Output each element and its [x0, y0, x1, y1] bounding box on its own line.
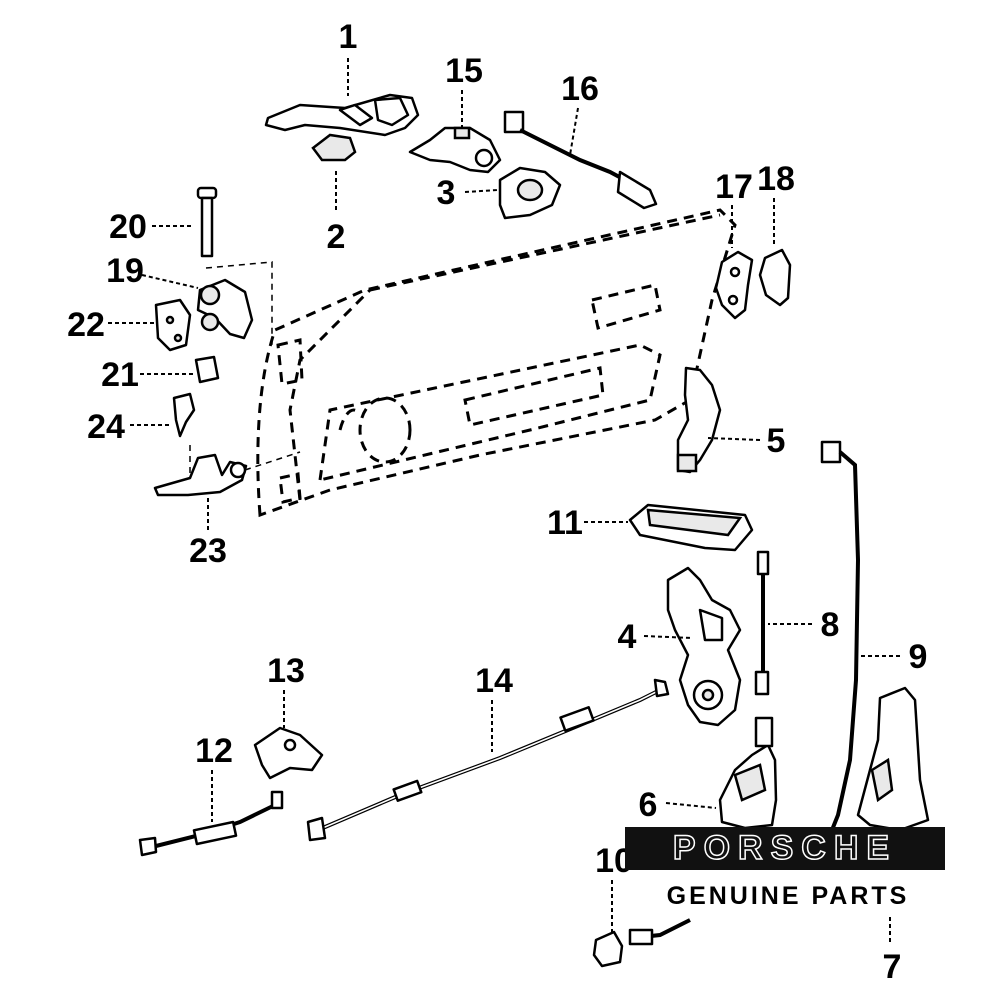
release-cable [820, 440, 861, 831]
cable-end-cap [592, 918, 691, 968]
callout-4: 4 [618, 618, 637, 656]
check-pin [172, 392, 196, 438]
short-link-rod [138, 790, 284, 857]
callout-20: 20 [109, 208, 147, 246]
handle-gasket [311, 133, 357, 162]
callout-5: 5 [767, 422, 786, 460]
hinge-plate [154, 298, 192, 352]
callout-8: 8 [821, 606, 840, 644]
door-lock-actuator [718, 716, 778, 830]
callout-1: 1 [339, 18, 358, 56]
trim-panel [856, 686, 930, 832]
hinge-pin [196, 186, 218, 258]
door-latch-assembly [666, 566, 742, 727]
latch-bracket [676, 366, 722, 474]
lock-bezel [498, 166, 562, 220]
hinge-guide-lines [189, 261, 304, 504]
striker-shim [758, 248, 792, 307]
callout-19: 19 [106, 252, 144, 290]
callout-23: 23 [189, 532, 227, 570]
hinge-bushing [194, 355, 220, 384]
outer-door-handle [264, 93, 420, 137]
genuine-parts-tagline: GENUINE PARTS [628, 876, 948, 916]
callout-9: 9 [909, 638, 928, 676]
porsche-logo-box [625, 827, 945, 870]
lock-striker-plate [714, 250, 754, 320]
callout-7: 7 [883, 948, 902, 986]
callout-3: 3 [437, 174, 456, 212]
callout-11: 11 [547, 504, 583, 542]
callout-12: 12 [195, 732, 233, 770]
long-link-rod [306, 678, 670, 842]
callout-15: 15 [445, 52, 483, 90]
rod-clip [253, 726, 324, 780]
porsche-logo-wordmark: PORSCHE [672, 828, 898, 868]
callout-2: 2 [327, 218, 346, 256]
leader-lines [108, 58, 900, 942]
callout-6: 6 [639, 786, 658, 824]
lower-hinge [153, 453, 248, 497]
callout-21: 21 [101, 356, 139, 394]
lock-cylinder [408, 126, 502, 174]
callout-24: 24 [87, 408, 125, 446]
callout-numbers: 1 2 3 4 5 6 7 8 9 10 11 12 13 14 15 16 1… [67, 18, 927, 986]
callout-16: 16 [561, 70, 599, 108]
callout-14: 14 [475, 662, 513, 700]
callout-13: 13 [267, 652, 305, 690]
callout-18: 18 [757, 160, 795, 198]
upper-hinge [196, 278, 254, 340]
callout-17: 17 [715, 168, 753, 206]
callout-22: 22 [67, 306, 105, 344]
lock-wire-harness [503, 110, 658, 210]
control-module [628, 503, 754, 552]
latch-rod [754, 550, 770, 696]
